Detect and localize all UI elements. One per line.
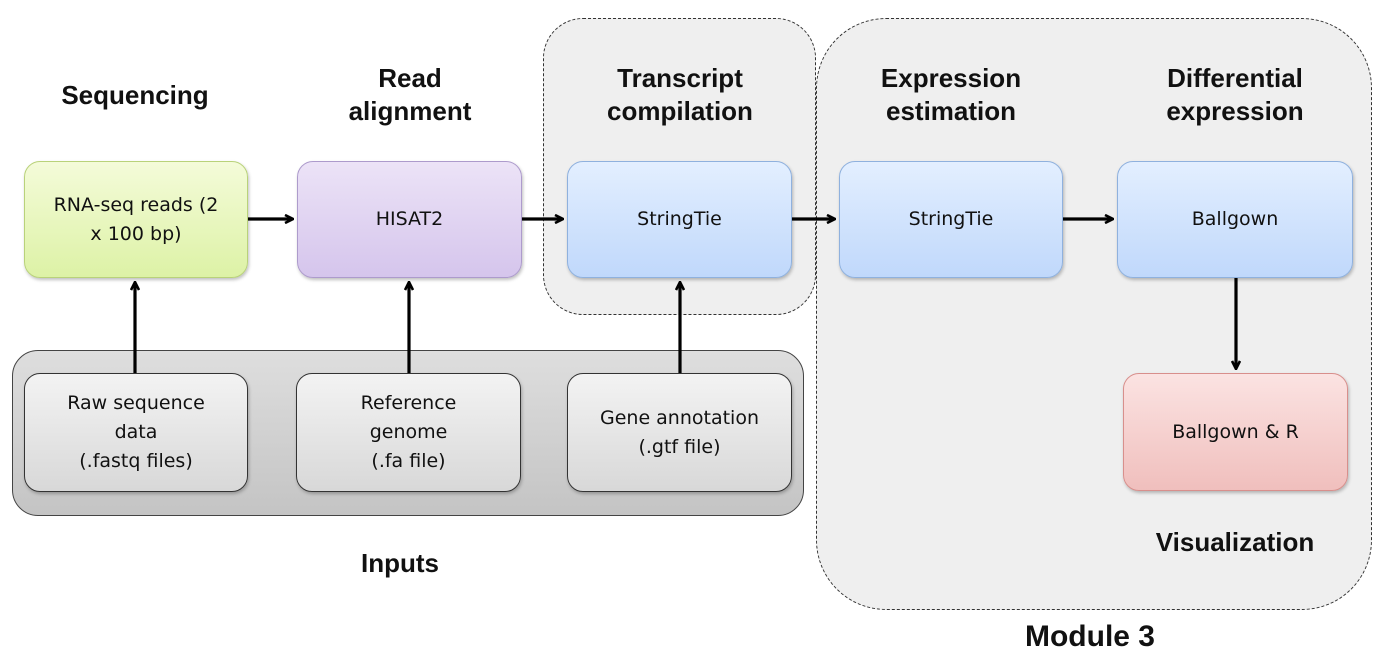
node-rnaseq-reads-label: RNA-seq reads (2 x 100 bp) [53,193,219,245]
module-3-region [816,18,1372,610]
group-label-module: Module 3 [1024,620,1155,653]
node-ballgown: Ballgown [1117,161,1353,278]
node-raw-sequence-data-label: Raw sequence data (.fastq files) [67,392,205,472]
stage-label-read-alignment: Read alignment [348,63,472,126]
group-label-inputs: Inputs [361,548,439,578]
node-ballgown-r-label: Ballgown & R [1172,420,1299,443]
node-stringtie-compile-label: StringTie [637,208,722,230]
node-gene-annotation-label: Gene annotation (.gtf file) [599,406,760,458]
node-ballgown-label: Ballgown [1191,208,1279,230]
node-hisat2: HISAT2 [297,161,522,278]
node-hisat2-label: HISAT2 [375,208,444,230]
node-rnaseq-reads: RNA-seq reads (2 x 100 bp) [24,161,248,278]
stage-label-expression-estimation: Expression estimation [880,63,1022,126]
stage-label-differential-expression: Differential expression [1166,63,1304,126]
node-raw-sequence-data: Raw sequence data (.fastq files) [24,373,248,492]
node-stringtie-compile: StringTie [567,161,792,278]
node-gene-annotation: Gene annotation (.gtf file) [567,373,792,492]
node-reference-genome-label: Reference genome (.fa file) [360,392,457,472]
stage-label-sequencing: Sequencing [61,80,209,110]
stage-label-visualization: Visualization [1155,527,1315,557]
node-reference-genome: Reference genome (.fa file) [296,373,521,492]
stage-label-transcript-compilation: Transcript compilation [607,63,753,126]
node-stringtie-estimate: StringTie [839,161,1063,278]
node-ballgown-r: Ballgown & R [1123,373,1348,491]
node-stringtie-estimate-label: StringTie [908,208,994,230]
